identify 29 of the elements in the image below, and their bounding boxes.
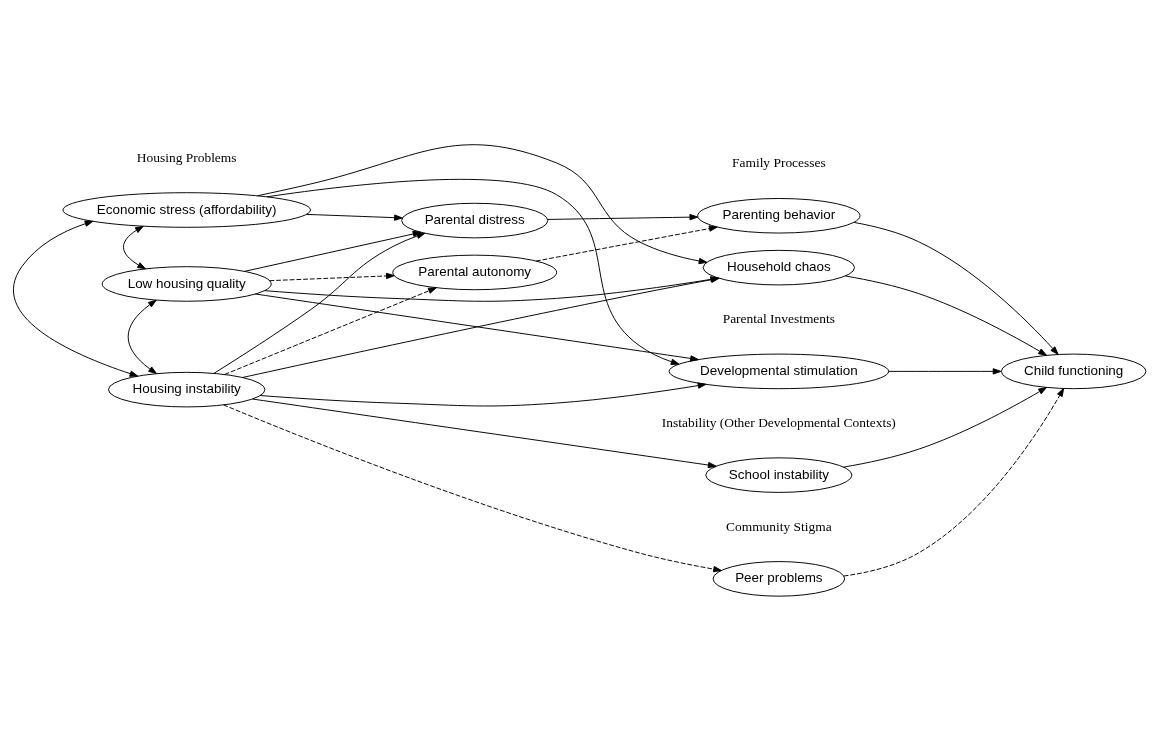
arrow <box>535 225 718 262</box>
label: Housing Problems <box>136 149 237 165</box>
arrow <box>853 221 1059 355</box>
arrow <box>843 388 1065 577</box>
arrow <box>306 213 403 221</box>
arrow <box>844 275 1047 356</box>
label: Parental Investments <box>722 311 836 327</box>
arrow <box>257 144 708 265</box>
node-ellipse: Parental autonomy <box>392 254 558 291</box>
node-ellipse: Child functioning <box>1000 353 1147 390</box>
arrow <box>254 293 699 362</box>
arrow <box>843 387 1047 468</box>
arrow <box>213 232 426 374</box>
arrow <box>547 214 699 221</box>
arrow <box>259 382 707 407</box>
arrow <box>269 272 395 282</box>
arrow <box>266 178 680 365</box>
arrow <box>223 404 722 573</box>
arrow <box>127 299 157 374</box>
label: Community Stigma <box>726 518 832 534</box>
arrow <box>12 220 139 377</box>
arrow <box>888 368 1002 375</box>
label: Instability (Other Developmental Contexts) <box>661 414 896 430</box>
arrow <box>123 225 146 270</box>
node-ellipse: Low housing quality <box>101 266 272 302</box>
label: Family Processes <box>732 155 826 171</box>
arrow <box>252 398 717 469</box>
arrow <box>224 287 437 375</box>
arrow <box>244 230 422 272</box>
